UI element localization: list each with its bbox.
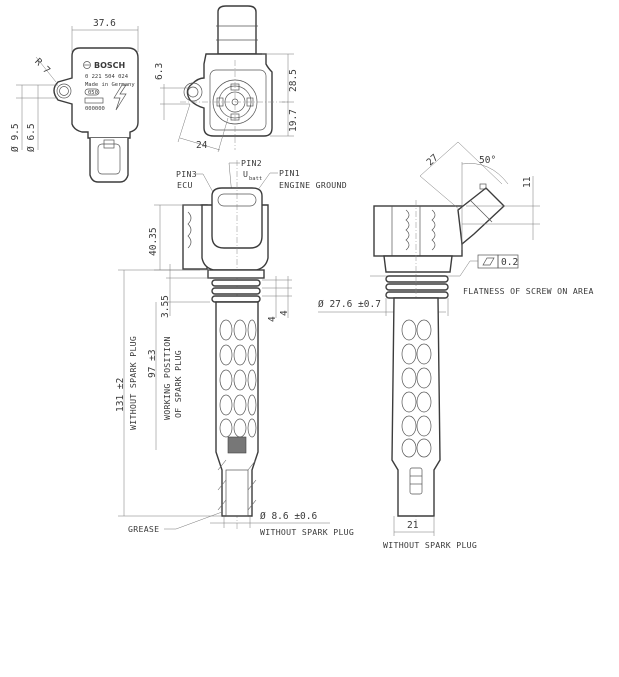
part-number: 0 221 504 024	[85, 74, 129, 80]
grease-label: GREASE	[128, 524, 159, 534]
pin1-label: PIN1	[279, 168, 300, 178]
tip-diameter-note: WITHOUT SPARK PLUG	[260, 527, 354, 537]
step-dimension: 3.55	[160, 295, 171, 318]
lower-height-dimension: 19.7	[288, 109, 299, 132]
left-side-view: 40.35 3.55 4 4 131 ±2 WITHOUT SPARK PLUG…	[115, 160, 354, 537]
brand-label: BOSCH	[94, 61, 125, 70]
flatness-value: 0.2	[501, 257, 518, 268]
offset-dimension: 6.3	[154, 63, 165, 80]
working-length-note-1: WORKING POSITION	[162, 336, 172, 420]
badge-text: 050	[88, 90, 98, 96]
total-length-note: WITHOUT SPARK PLUG	[128, 336, 138, 430]
pin2-description: U	[243, 169, 248, 179]
rib-dimension-a: 4	[267, 316, 278, 322]
total-length-dimension: 131 ±2	[115, 378, 126, 412]
rib-dimension-b: 4	[279, 310, 290, 316]
pin3-label: PIN3	[176, 169, 197, 179]
spring-contact	[227, 436, 247, 454]
pin2-label: PIN2	[241, 158, 262, 168]
pin1-description: ENGINE GROUND	[279, 180, 347, 190]
high-voltage-icon	[113, 84, 127, 111]
code-text: 000000	[85, 106, 105, 112]
head-height-dimension: 40.35	[148, 227, 159, 256]
origin-text: Made in Germany	[85, 82, 135, 88]
connector-offset-dimension: 11	[522, 176, 533, 188]
working-length-note-2: OF SPARK PLUG	[173, 350, 183, 418]
right-side-view: 27 50° 11 0.2 FLATNESS OF SCREW ON AREA …	[318, 141, 594, 550]
tip-width-dimension: 21	[407, 520, 419, 531]
width-dimension: 37.6	[93, 18, 116, 29]
top-left-view: 37.6 R 7 BOSCH 0 221 504 024 Made in Ger…	[10, 18, 139, 183]
shaft-pattern-right	[401, 319, 432, 458]
bosch-logo-icon	[83, 61, 91, 69]
tip-diameter-dimension: Ø 8.6 ±0.6	[260, 511, 317, 522]
pin3-description: ECU	[177, 180, 193, 190]
flatness-note: FLATNESS OF SCREW ON AREA	[463, 286, 594, 296]
inner-diameter-dimension: Ø 6.5	[26, 123, 37, 152]
pin-labels: PIN3 ECU PIN2 U batt PIN1 ENGINE GROUND	[176, 158, 347, 197]
flatness-icon	[482, 257, 495, 266]
working-length-dimension: 97 ±3	[147, 349, 158, 378]
connector-length-dimension: 27	[425, 152, 441, 168]
top-right-view: 6.3 28.5 19.7 24	[154, 5, 299, 153]
pin2-subscript: batt	[249, 176, 262, 182]
connector-angle-dimension: 50°	[479, 155, 496, 166]
seal-diameter-dimension: Ø 27.6 ±0.7	[318, 299, 381, 310]
hole-distance-dimension: 24	[196, 140, 208, 151]
upper-height-dimension: 28.5	[288, 69, 299, 92]
tip-width-note: WITHOUT SPARK PLUG	[383, 540, 477, 550]
outer-diameter-dimension: Ø 9.5	[10, 123, 21, 152]
